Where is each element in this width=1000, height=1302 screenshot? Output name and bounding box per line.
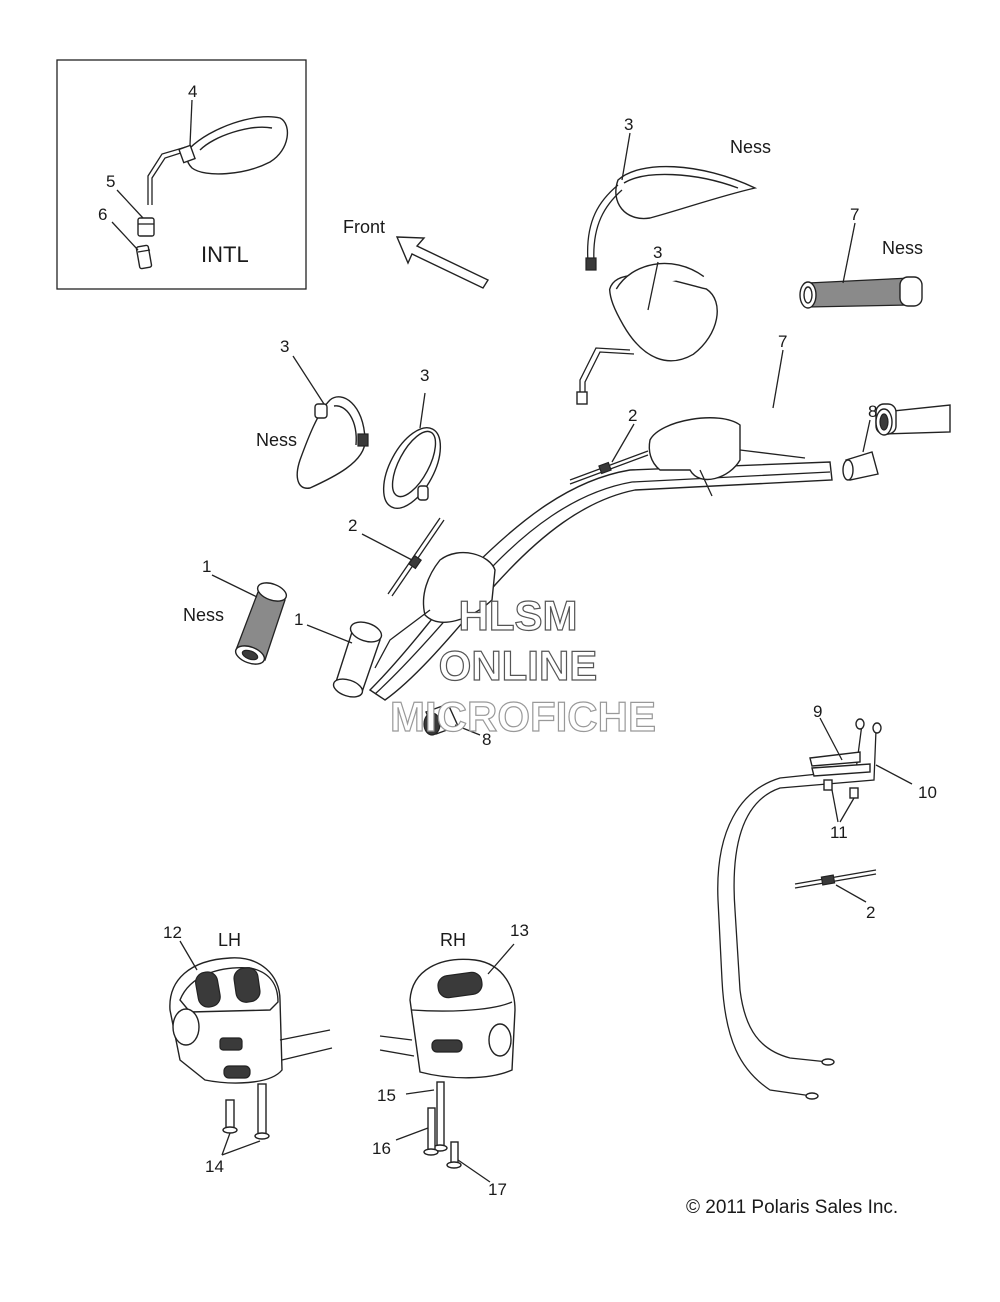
ness-label-mirror-right: Ness <box>730 137 771 157</box>
callout-15: 15 <box>377 1086 396 1105</box>
callout-8a: 8 <box>868 402 877 421</box>
intl-bolt <box>135 244 153 270</box>
grip-std-right: 7 <box>772 332 951 436</box>
callout-12: 12 <box>163 923 182 942</box>
callout-17: 17 <box>488 1180 507 1199</box>
lh-label: LH <box>218 930 241 950</box>
callout-10: 10 <box>918 783 937 802</box>
intl-label: INTL <box>201 242 249 267</box>
callout-3c: 3 <box>280 337 289 356</box>
intl-mirror <box>147 116 289 205</box>
copyright: © 2011 Polaris Sales Inc. <box>686 1197 898 1218</box>
cable-tie-upper: 2 <box>569 406 649 485</box>
watermark-line3: MICROFICHE <box>390 693 656 740</box>
callout-6: 6 <box>98 205 107 224</box>
cable-tie-lower: 2 <box>794 869 877 922</box>
clutch-perch <box>422 551 496 623</box>
intl-inset: 4 5 6 INTL <box>56 59 307 290</box>
callout-2b: 2 <box>348 516 357 535</box>
front-arrow-icon <box>395 236 490 289</box>
callout-3b: 3 <box>653 243 662 262</box>
callout-9: 9 <box>813 702 822 721</box>
mirror-ness-right: 3 Ness <box>585 115 771 271</box>
callout-11: 11 <box>830 823 848 842</box>
callout-16: 16 <box>372 1139 391 1158</box>
screws-rh: 15 16 17 <box>372 1081 507 1199</box>
front-label: Front <box>343 217 385 237</box>
callout-5: 5 <box>106 172 115 191</box>
front-direction: Front <box>343 217 490 289</box>
callout-8b: 8 <box>482 730 491 749</box>
handlebar <box>368 417 833 701</box>
watermark: HLSM ONLINE MICROFICHE <box>389 591 656 740</box>
screws-lh: 14 <box>205 1083 270 1176</box>
callout-1b: 1 <box>294 610 303 629</box>
callout-2a: 2 <box>628 406 637 425</box>
inset-frame <box>56 59 307 290</box>
callout-7b: 7 <box>778 332 787 351</box>
cable-tie-mid: 2 <box>348 516 445 597</box>
grip-ness-left: 1 Ness <box>183 557 288 665</box>
ness-label-mirror-left: Ness <box>256 430 297 450</box>
callout-14: 14 <box>205 1157 224 1176</box>
watermark-line1: HLSM <box>459 592 578 639</box>
callout-4: 4 <box>188 82 197 101</box>
end-weight-right: 8 <box>842 402 879 481</box>
brake-master-cylinder <box>648 417 741 481</box>
intl-adapter <box>137 217 155 237</box>
callout-13: 13 <box>510 921 529 940</box>
callout-2c: 2 <box>866 903 875 922</box>
switch-housing-rh: 13 RH <box>379 921 529 1079</box>
ness-label-grip-right: Ness <box>882 238 923 258</box>
callout-3d: 3 <box>420 366 429 385</box>
throttle-cables: 9 10 11 <box>717 702 937 1100</box>
mirror-ness-left: 3 Ness <box>256 337 369 489</box>
grip-std-left: 1 <box>294 610 383 698</box>
callout-1a: 1 <box>202 557 211 576</box>
ness-label-grip-left: Ness <box>183 605 224 625</box>
mirror-std-left: 3 <box>382 366 442 509</box>
callout-3a: 3 <box>624 115 633 134</box>
switch-housing-lh: 12 LH <box>163 923 333 1084</box>
grip-ness-right: 7 Ness <box>799 205 923 309</box>
callout-7a: 7 <box>850 205 859 224</box>
watermark-line2: ONLINE <box>439 642 598 689</box>
mirror-std-right: 3 <box>576 243 718 405</box>
end-weight-left: 8 <box>423 703 491 749</box>
rh-label: RH <box>440 930 466 950</box>
